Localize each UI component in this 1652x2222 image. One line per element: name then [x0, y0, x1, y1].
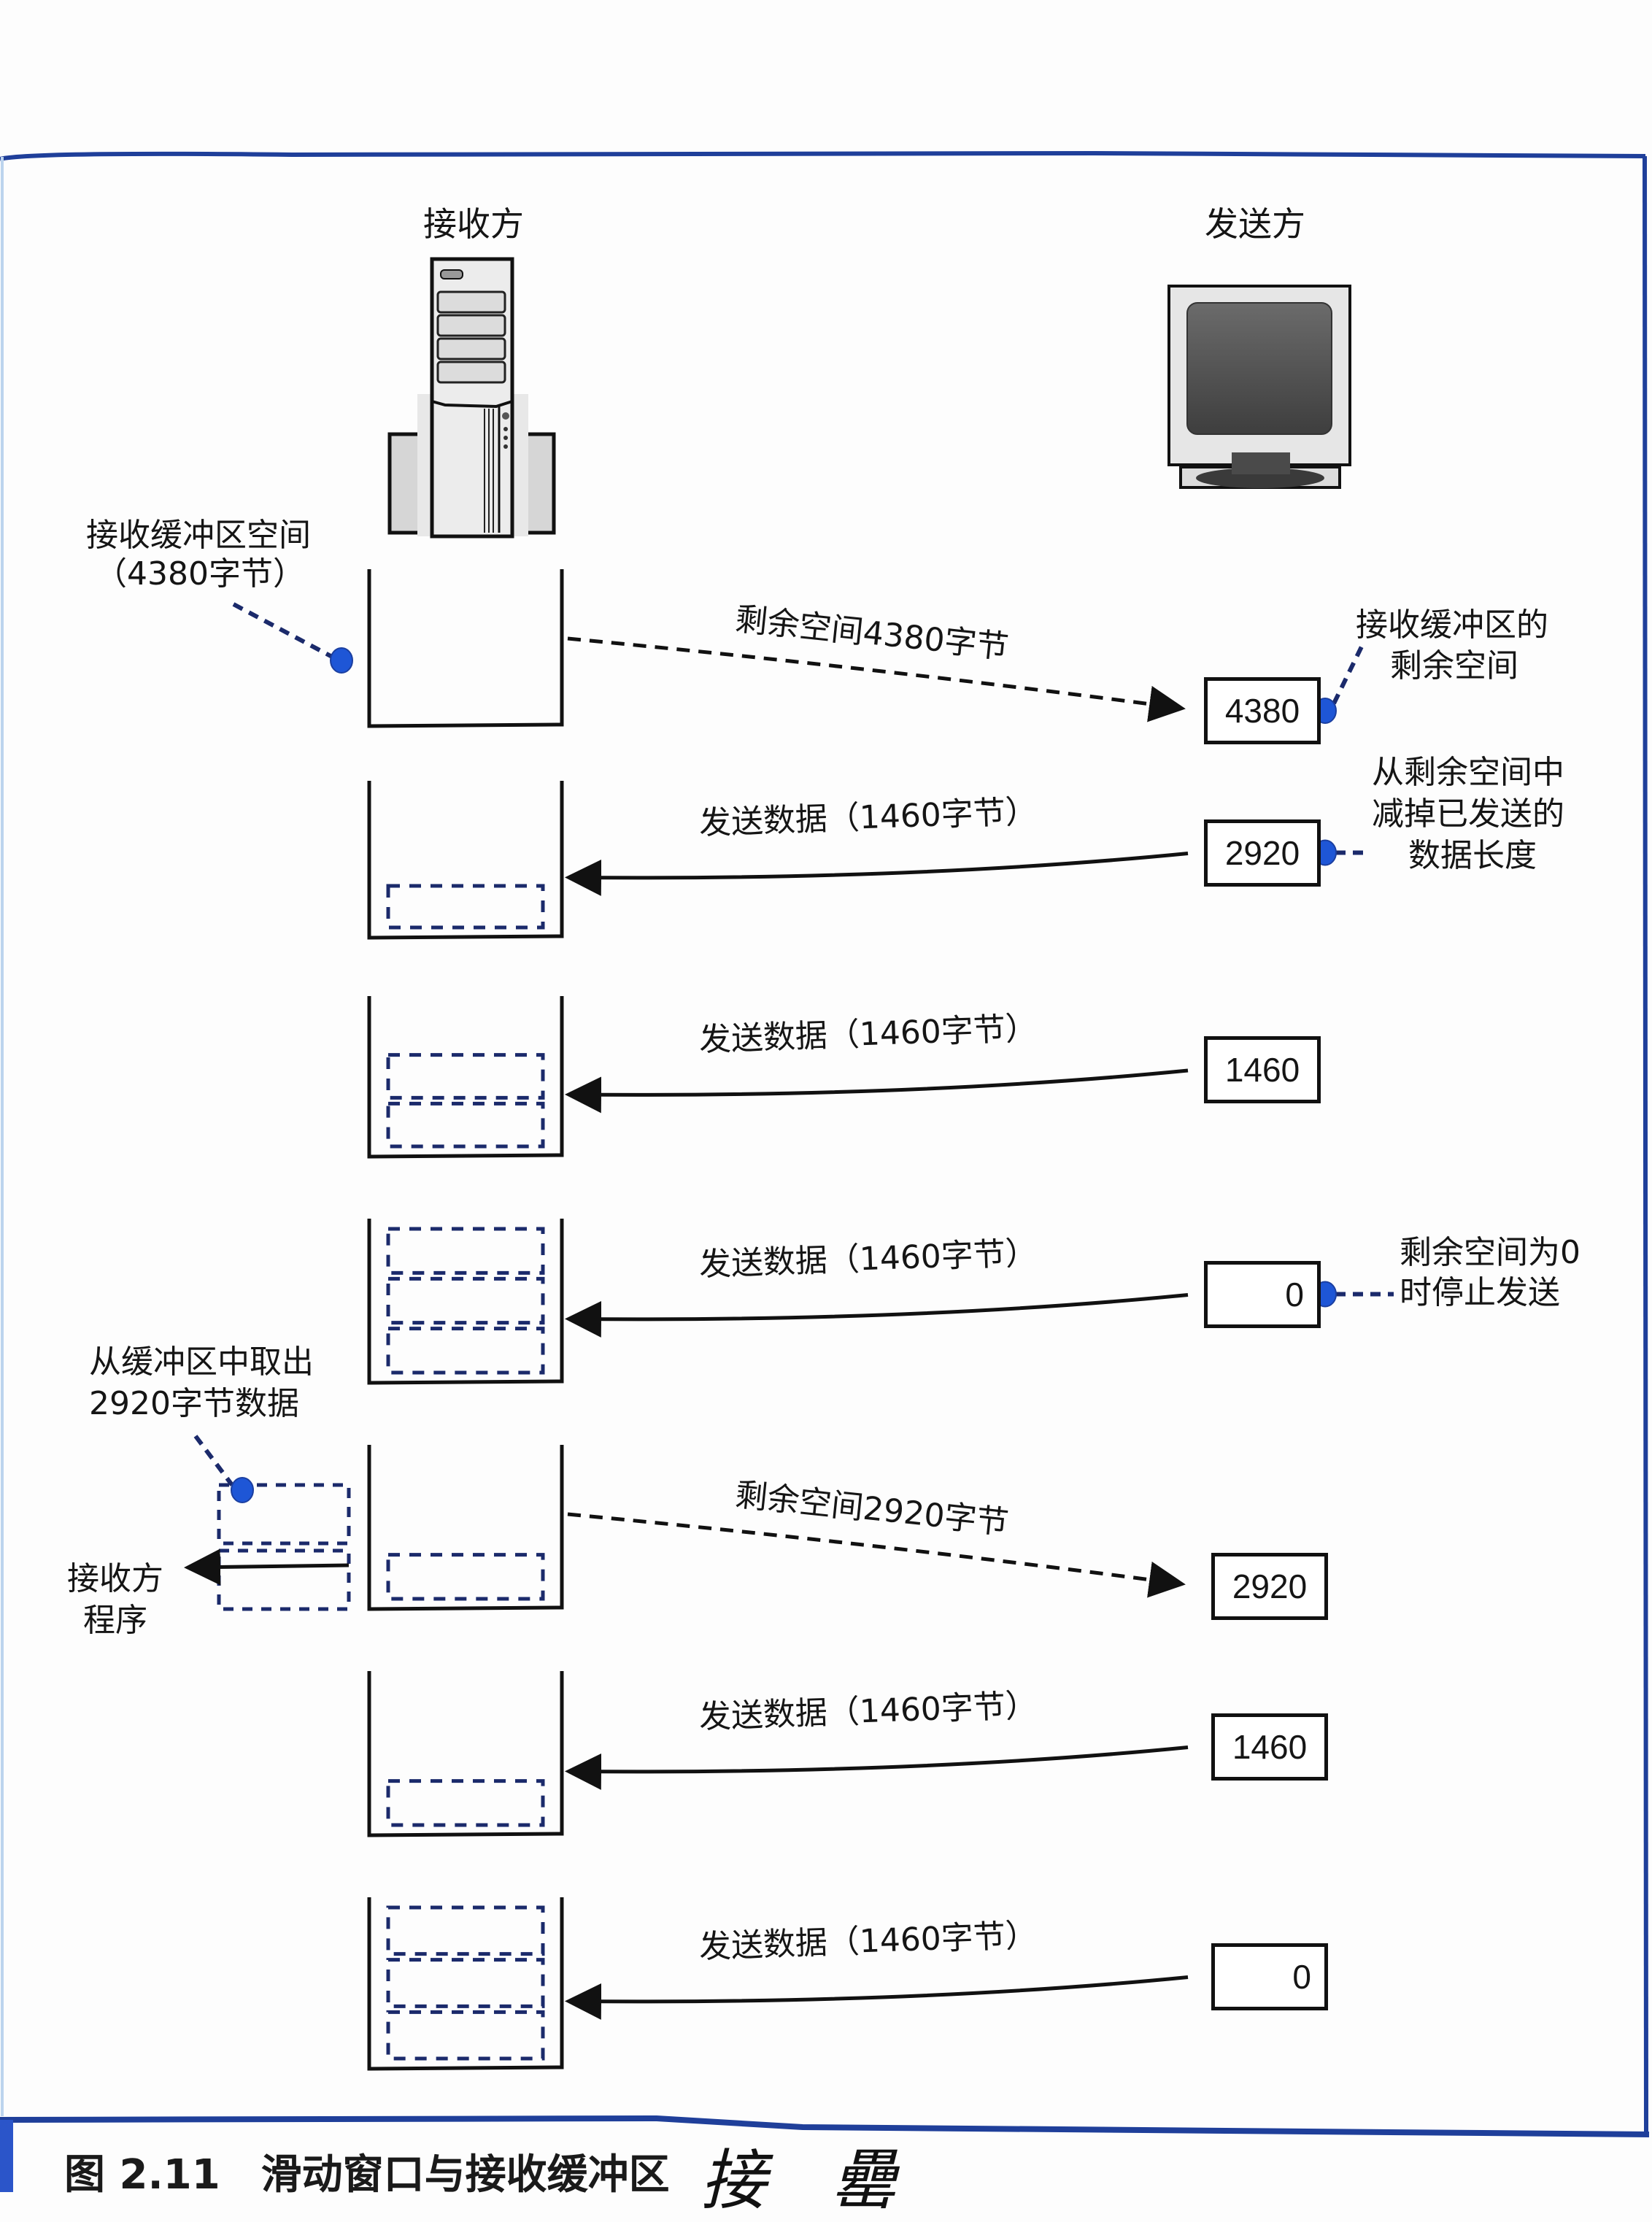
take-from-buffer-label-line2: 2920字节数据	[89, 1385, 299, 1422]
subtract-sent-label-line2: 减掉已发送的	[1372, 795, 1564, 833]
receive-buffer	[367, 996, 564, 1159]
caption-bar-border	[0, 2115, 1650, 2137]
figure-caption: 图 2.11 滑动窗口与接收缓冲区	[64, 2142, 670, 2201]
buffer-data-segment	[386, 1053, 545, 1100]
buffer-space-dot	[330, 647, 353, 674]
sender-title: 发送方	[1205, 204, 1305, 244]
window-value-box: 1460	[1204, 1036, 1321, 1103]
buffer-data-segment	[386, 1101, 545, 1149]
receive-buffer	[367, 1897, 564, 2071]
buffer-data-segment	[386, 1276, 545, 1325]
buffer-data-segment	[386, 1905, 545, 1956]
annotation-leaders	[193, 602, 1394, 1503]
window-value-box: 0	[1211, 1943, 1328, 2010]
buffer-data-segment	[386, 1779, 545, 1827]
buffer-data-segment	[386, 2010, 545, 2061]
buffer-data-segment	[386, 1958, 545, 2008]
buffer-data-segment	[386, 1327, 545, 1375]
caption-bar-accent	[0, 2120, 13, 2192]
stop-when-zero-label-line1: 剩余空间为0	[1400, 1234, 1580, 1271]
to-receiver-program-arrow	[184, 1548, 350, 1586]
arrows-layer	[184, 636, 1189, 2020]
buffer-space-label-line2: （4380字节）	[95, 555, 305, 593]
receiver-program-label-line2: 程序	[83, 1602, 147, 1639]
window-value-box: 2920	[1204, 819, 1321, 887]
data-send-arrow	[565, 1068, 1189, 1114]
buffer-space-leader	[232, 602, 333, 659]
take-from-buffer-label-line1: 从缓冲区中取出	[89, 1343, 314, 1381]
handwritten-note: 接 罍	[700, 2142, 919, 2219]
caption-title: 滑动窗口与接收缓冲区	[260, 2151, 670, 2199]
receive-buffer	[367, 1671, 564, 1837]
receive-buffer	[367, 569, 564, 728]
data-send-arrow	[565, 852, 1189, 896]
figure-frame	[0, 150, 1650, 2192]
take-from-buffer-dot	[231, 1477, 254, 1503]
window-advertisement-arrow	[567, 636, 1186, 722]
subtract-sent-label-line1: 从剩余空间中	[1372, 754, 1564, 791]
window-advertisement-arrow	[567, 1512, 1186, 1598]
window-value-box: 2920	[1211, 1553, 1328, 1620]
frame-right-border	[1643, 155, 1648, 2135]
stop-when-zero-label-line2: 时停止发送	[1400, 1274, 1560, 1311]
buffers-layer	[217, 569, 564, 2071]
data-send-arrow	[565, 1975, 1189, 2020]
receive-buffer	[367, 1219, 564, 1385]
subtract-sent-label-line3: 数据长度	[1408, 837, 1537, 874]
caption-number: 图 2.11	[64, 2151, 220, 2199]
buffer-space-label-line1: 接收缓冲区空间	[86, 517, 311, 554]
removed-data-segment	[217, 1548, 351, 1611]
server-tower-icon	[387, 257, 556, 539]
window-value-box: 0	[1204, 1260, 1321, 1328]
buffer-data-segment	[386, 884, 545, 930]
window-value-box: 4380	[1204, 677, 1321, 744]
receive-buffer	[367, 1445, 564, 1611]
buffer-data-segment	[386, 1553, 545, 1601]
receiver-title: 接收方	[423, 204, 524, 244]
remaining-space-label-line2: 剩余空间	[1390, 647, 1518, 684]
buffer-data-segment	[386, 1227, 545, 1275]
frame-top-border	[0, 150, 1646, 161]
receiver-program-label-line1: 接收方	[67, 1560, 163, 1597]
data-send-arrow	[565, 1745, 1189, 1790]
crt-monitor-icon	[1167, 285, 1351, 489]
data-send-arrow	[565, 1293, 1189, 1338]
take-from-buffer-leader	[193, 1435, 234, 1486]
removed-data-segment	[217, 1483, 351, 1546]
window-value-box: 1460	[1211, 1713, 1328, 1781]
remaining-space-leader	[1332, 639, 1367, 705]
receive-buffer	[367, 781, 564, 940]
remaining-space-label-line1: 接收缓冲区的	[1356, 606, 1548, 644]
